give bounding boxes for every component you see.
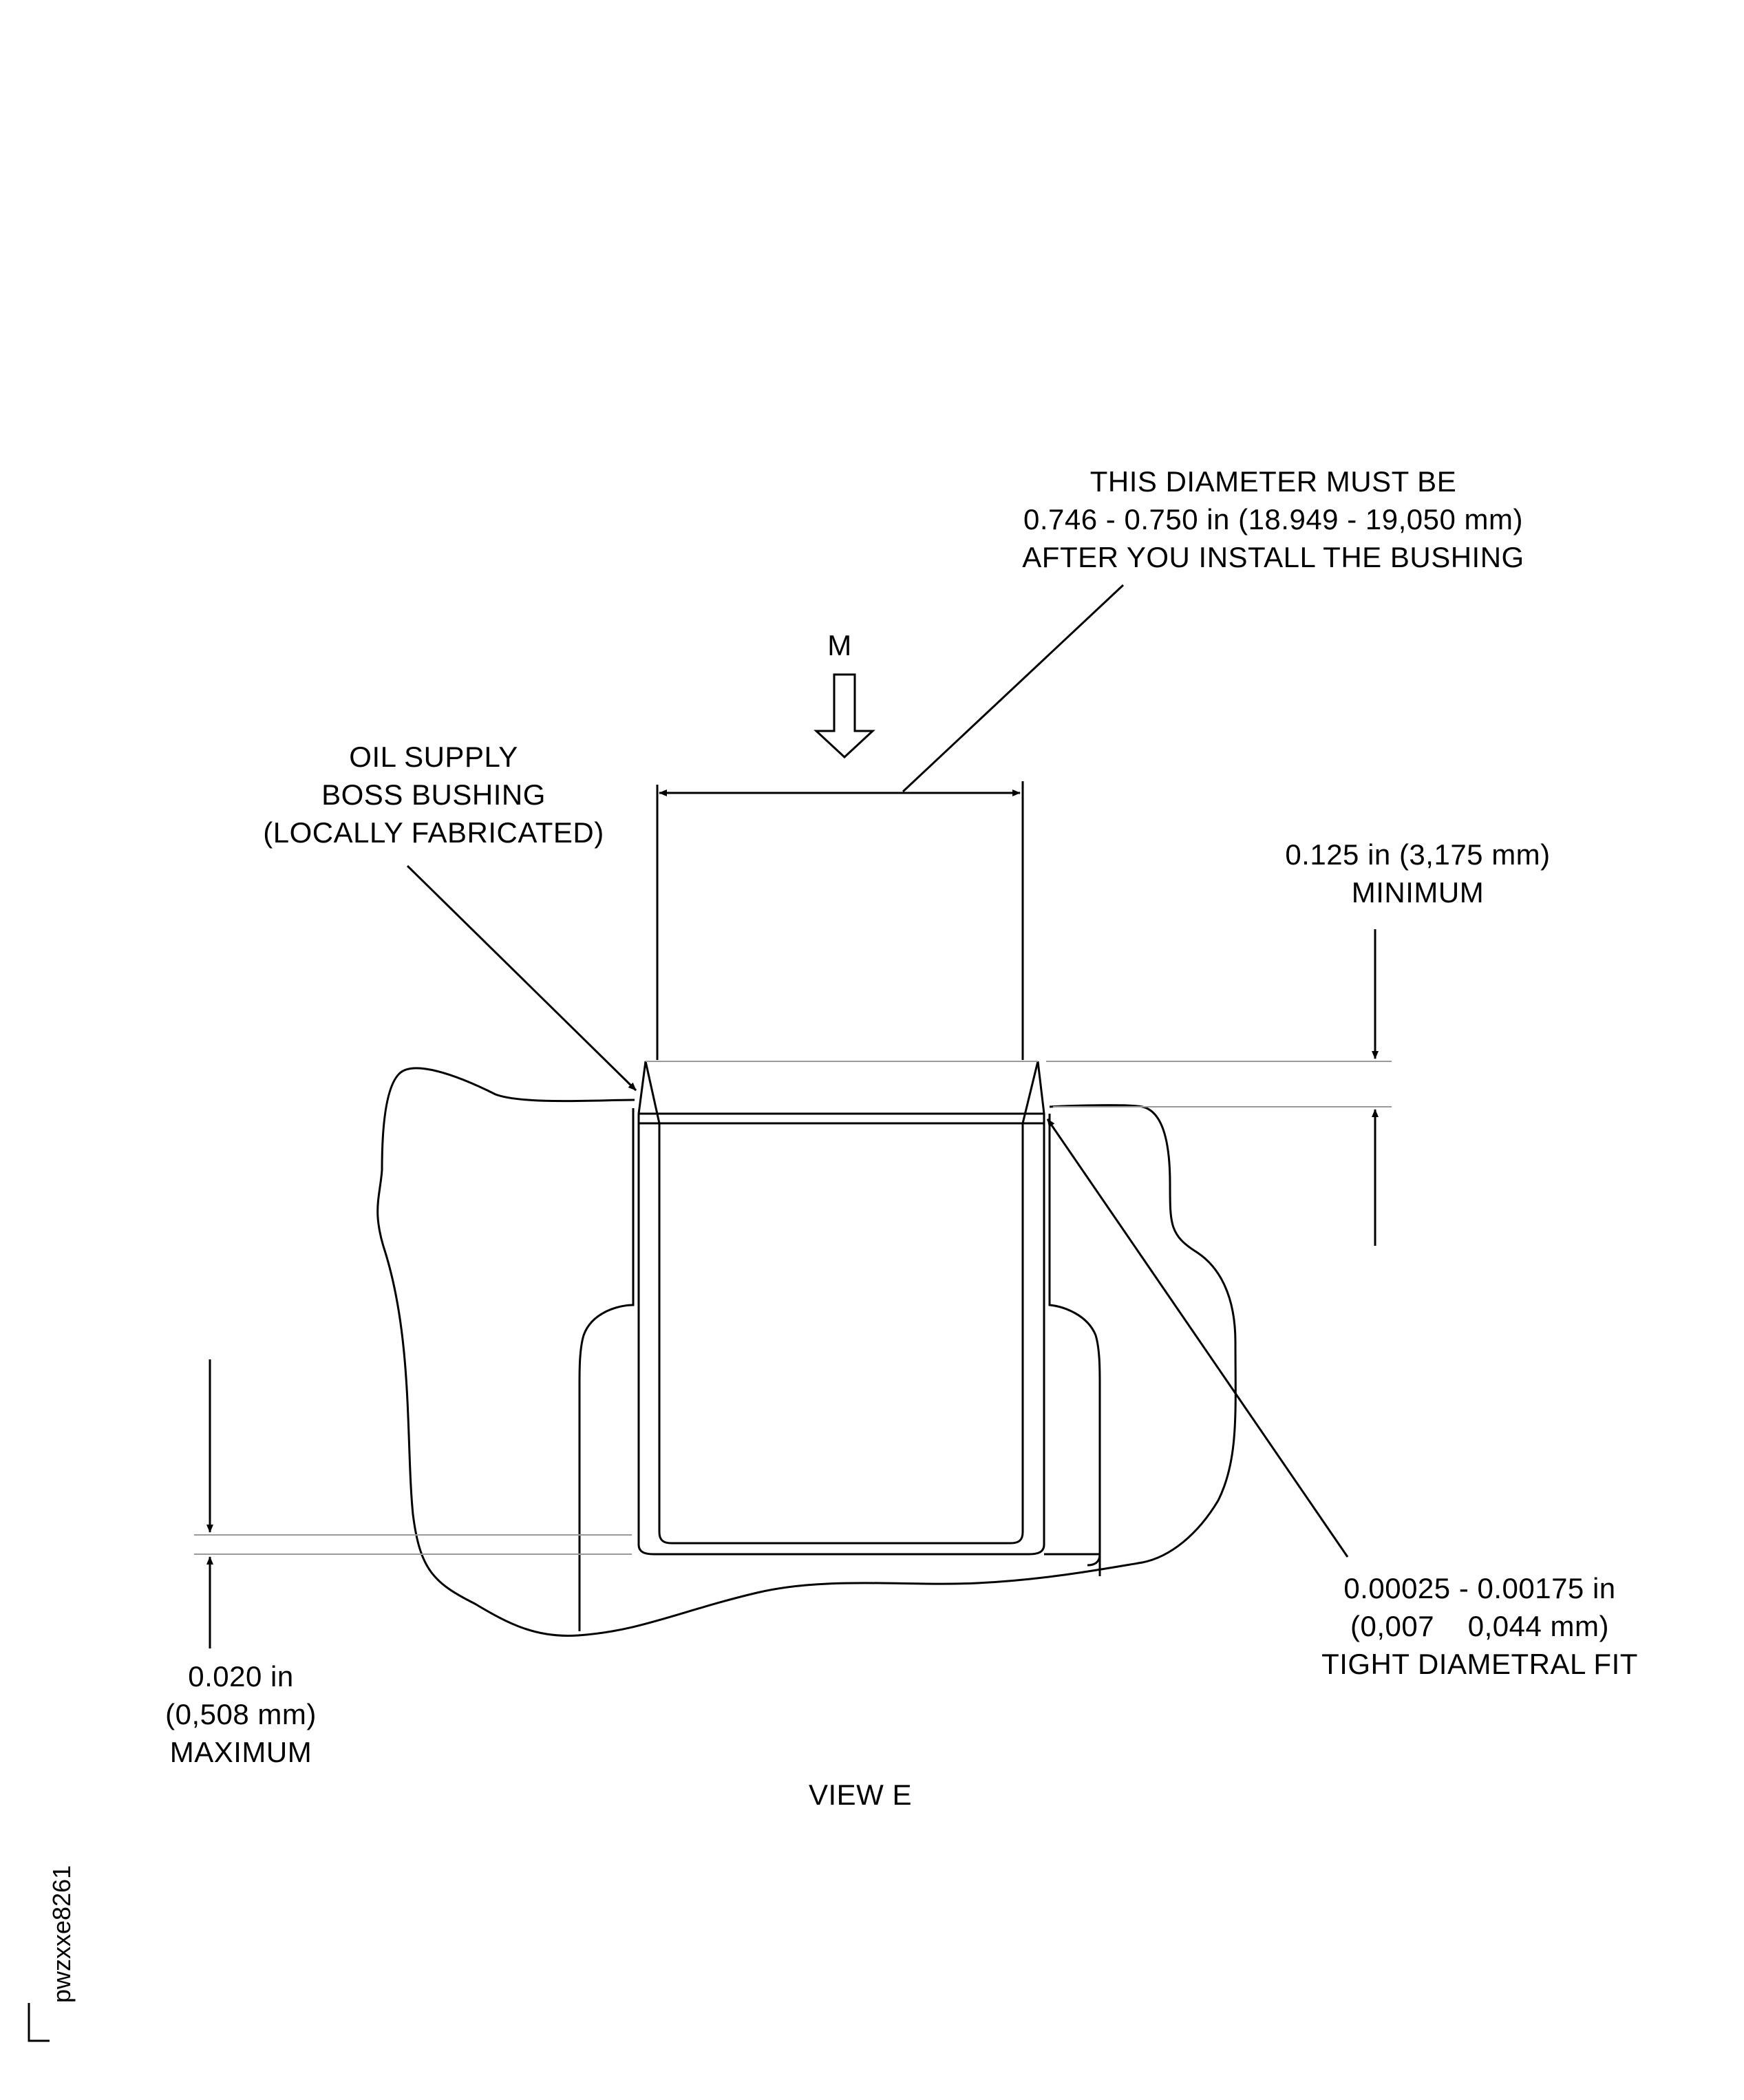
tight-fit-label: 0.00025 - 0.00175 in (0,007 0,044 mm) TI… [1204, 1569, 1744, 1683]
groove-left [578, 1108, 635, 1631]
housing-outline [376, 1067, 1237, 1637]
maximum-recess-label: 0.020 in (0,508 mm) MAXIMUM [34, 1657, 447, 1771]
bushing-label: OIL SUPPLY BOSS BUSHING (LOCALLY FABRICA… [158, 738, 709, 851]
fit-label-line-3: TIGHT DIAMETRAL FIT [1321, 1648, 1638, 1680]
minimum-depth-label: 0.125 in (3,175 mm) MINIMUM [1142, 836, 1693, 911]
diameter-label-line-2: 0.746 - 0.750 in (18.949 - 19,050 mm) [1023, 503, 1523, 535]
hollow-arrow-m-icon [813, 673, 875, 759]
fit-label-line-2: (0,007 0,044 mm) [1350, 1610, 1609, 1642]
minimum-label-line-2: MINIMUM [1351, 876, 1485, 909]
reference-corner-mark [28, 2003, 50, 2042]
arrow-m-label: M [827, 629, 852, 661]
diameter-requirement-label: THIS DIAMETER MUST BE 0.746 - 0.750 in (… [860, 463, 1686, 576]
view-title: VIEW E [808, 1779, 913, 1811]
bushing [637, 1061, 1101, 1567]
diameter-dimension [656, 584, 1125, 1060]
bushing-leader [406, 865, 637, 1092]
diameter-label-line-3: AFTER YOU INSTALL THE BUSHING [1022, 541, 1524, 573]
diameter-label-line-1: THIS DIAMETER MUST BE [1089, 465, 1457, 498]
bushing-label-line-1: OIL SUPPLY [349, 741, 518, 773]
maximum-dimension [194, 1359, 632, 1648]
drawing-reference-code: pwzxxe8261 [47, 1865, 76, 2003]
minimum-label-line-1: 0.125 in (3,175 mm) [1285, 838, 1551, 871]
groove-right [1048, 1114, 1101, 1576]
bushing-label-line-3: (LOCALLY FABRICATED) [263, 816, 604, 849]
bushing-label-line-2: BOSS BUSHING [321, 778, 546, 811]
fit-leader [1046, 1118, 1349, 1558]
maximum-label-line-2: (0,508 mm) [165, 1698, 317, 1730]
maximum-label-line-1: 0.020 in [188, 1660, 294, 1693]
maximum-label-line-3: MAXIMUM [169, 1736, 312, 1768]
minimum-dimension [1046, 929, 1392, 1246]
fit-label-line-1: 0.00025 - 0.00175 in [1343, 1572, 1616, 1604]
